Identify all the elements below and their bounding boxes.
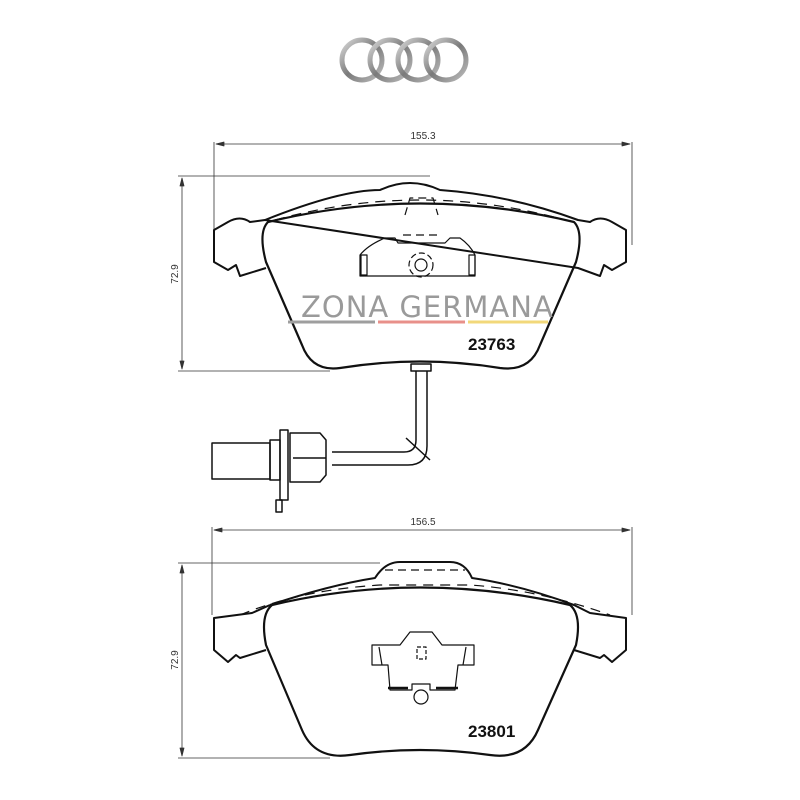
pad-top-part-number: 23763 xyxy=(468,335,515,354)
svg-text:ZONA GERMANA: ZONA GERMANA xyxy=(301,290,554,324)
watermark: ZONA GERMANA xyxy=(288,290,554,324)
pad-bottom-part-number: 23801 xyxy=(468,722,515,741)
pad-23801-drawing xyxy=(178,527,633,759)
pad-top-height-label: 72.9 xyxy=(170,264,181,284)
wear-sensor-icon xyxy=(211,363,432,513)
audi-logo-icon xyxy=(339,37,469,83)
pad-top-width-label: 155.3 xyxy=(410,131,435,142)
pad-bottom-width-label: 156.5 xyxy=(410,517,435,528)
pad-23763-drawing xyxy=(178,141,633,513)
pad-bottom-height-label: 72.9 xyxy=(170,650,181,670)
